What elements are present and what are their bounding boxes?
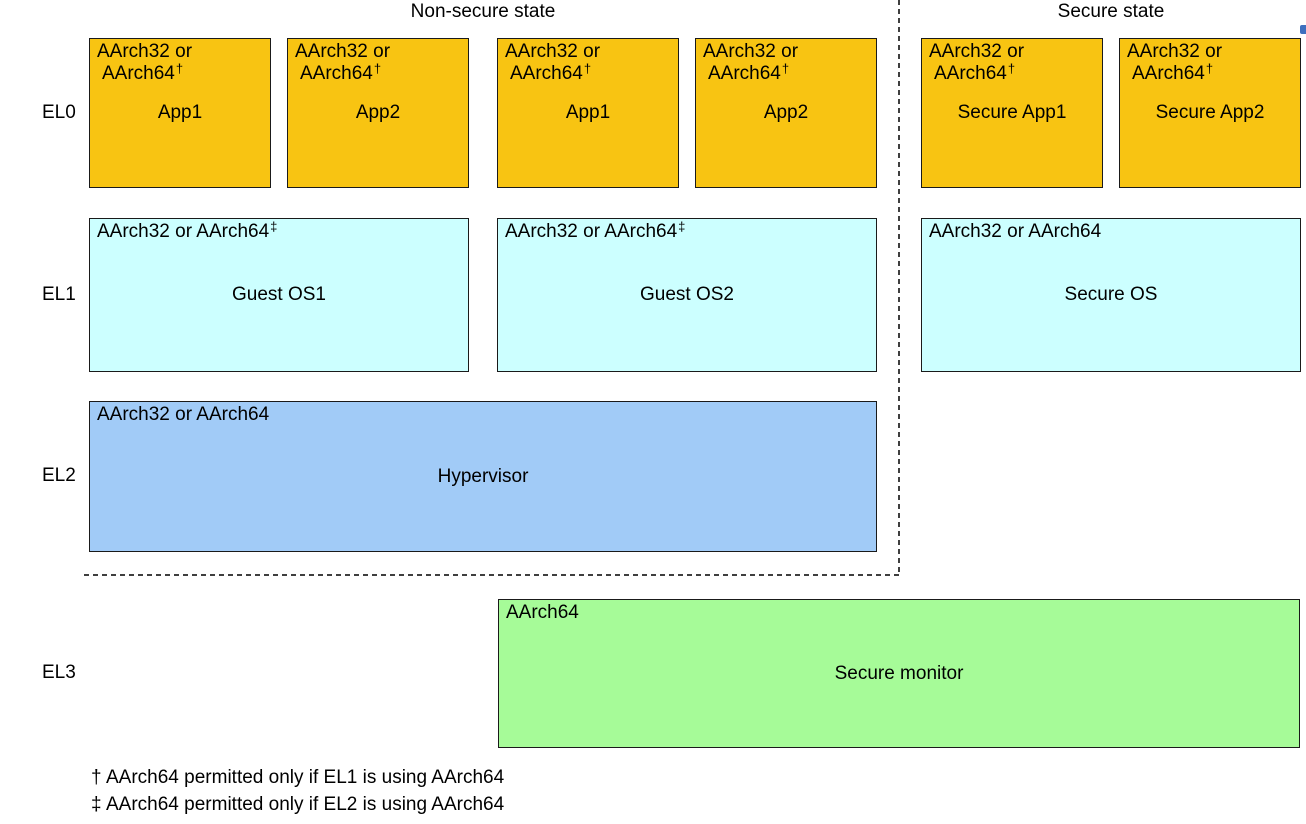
arch-base: AArch32 or AArch64 bbox=[929, 221, 1102, 242]
arch-line-2: AArch64† bbox=[300, 61, 465, 86]
non-secure-state-title: Non-secure state bbox=[410, 1, 556, 22]
arch-text: AArch32 or AArch64 bbox=[97, 404, 270, 425]
arch-text: AArch32 or AArch64† bbox=[505, 41, 675, 86]
arch-line-2: AArch64† bbox=[1132, 61, 1297, 86]
box-label: Secure monitor bbox=[834, 662, 964, 684]
el1-guest-os1-box: AArch32 or AArch64‡ Guest OS1 bbox=[89, 218, 469, 372]
box-label: Guest OS1 bbox=[232, 284, 326, 305]
el2-label: EL2 bbox=[42, 465, 76, 486]
el3-secure-monitor-box: AArch64 Secure monitor bbox=[498, 599, 1300, 748]
el0-label: EL0 bbox=[42, 102, 76, 123]
arch-base: AArch32 or AArch64 bbox=[97, 221, 270, 242]
arch-base: AArch64 bbox=[300, 63, 373, 84]
double-dagger-superscript: ‡ bbox=[678, 219, 686, 234]
arch-base: AArch32 or AArch64 bbox=[505, 221, 678, 242]
arch-text: AArch32 or AArch64† bbox=[929, 41, 1099, 86]
secure-state-title: Secure state bbox=[1057, 1, 1165, 22]
arch-line-1: AArch32 or bbox=[929, 41, 1025, 62]
el0-secure-app2-box: AArch32 or AArch64† Secure App2 bbox=[1119, 38, 1301, 188]
dagger-symbol: † bbox=[91, 767, 102, 788]
arch-text: AArch32 or AArch64‡ bbox=[505, 219, 873, 244]
security-boundary-vertical-line bbox=[898, 0, 900, 575]
arch-line-2: AArch64† bbox=[708, 61, 873, 86]
el0-app2-guest2-box: AArch32 or AArch64† App2 bbox=[695, 38, 877, 188]
el1-secure-os-box: AArch32 or AArch64 Secure OS bbox=[921, 218, 1301, 372]
el0-app1-box: AArch32 or AArch64† App1 bbox=[89, 38, 271, 188]
arch-base: AArch64 bbox=[1132, 63, 1205, 84]
el2-hypervisor-box: AArch32 or AArch64 Hypervisor bbox=[89, 401, 877, 552]
box-label: App2 bbox=[763, 102, 809, 123]
arch-line-1: AArch32 or bbox=[97, 41, 193, 62]
el1-label: EL1 bbox=[42, 284, 76, 305]
box-label: App2 bbox=[355, 102, 401, 123]
dagger-superscript: † bbox=[781, 61, 790, 76]
dagger-superscript: † bbox=[1007, 61, 1016, 76]
el0-app2-box: AArch32 or AArch64† App2 bbox=[287, 38, 469, 188]
arch-text: AArch32 or AArch64† bbox=[97, 41, 267, 86]
arch-base: AArch64 bbox=[102, 63, 175, 84]
clipped-link-fragment bbox=[1300, 25, 1306, 34]
box-label: Secure App2 bbox=[1155, 102, 1265, 123]
arch-line-1: AArch32 or bbox=[703, 41, 799, 62]
security-boundary-horizontal-line bbox=[84, 574, 900, 576]
arch-line-1: AArch32 or bbox=[1127, 41, 1223, 62]
dagger-superscript: † bbox=[583, 61, 592, 76]
box-label: Secure OS bbox=[1064, 284, 1158, 305]
arch-text: AArch32 or AArch64‡ bbox=[97, 219, 465, 244]
arch-text: AArch64 bbox=[506, 602, 579, 623]
footnote-text: AArch64 permitted only if EL1 is using A… bbox=[106, 767, 505, 788]
arch-line-2: AArch64† bbox=[510, 61, 675, 86]
box-label: Secure App1 bbox=[957, 102, 1067, 123]
footnote-dagger: †AArch64 permitted only if EL1 is using … bbox=[91, 767, 504, 789]
box-label: Guest OS2 bbox=[640, 284, 734, 305]
box-label: Hypervisor bbox=[437, 465, 529, 487]
box-label: App1 bbox=[565, 102, 611, 123]
double-dagger-symbol: ‡ bbox=[91, 794, 102, 815]
footnote-text: AArch64 permitted only if EL2 is using A… bbox=[106, 794, 505, 815]
el0-app1-guest2-box: AArch32 or AArch64† App1 bbox=[497, 38, 679, 188]
arch-line-2: AArch64† bbox=[102, 61, 267, 86]
arch-text: AArch32 or AArch64† bbox=[1127, 41, 1297, 86]
arch-text: AArch32 or AArch64† bbox=[703, 41, 873, 86]
arch-line-1: AArch32 or bbox=[295, 41, 391, 62]
el3-label: EL3 bbox=[42, 662, 76, 683]
arch-base: AArch64 bbox=[510, 63, 583, 84]
el0-secure-app1-box: AArch32 or AArch64† Secure App1 bbox=[921, 38, 1103, 188]
arch-base: AArch64 bbox=[934, 63, 1007, 84]
dagger-superscript: † bbox=[373, 61, 382, 76]
double-dagger-superscript: ‡ bbox=[270, 219, 278, 234]
arch-base: AArch64 bbox=[708, 63, 781, 84]
dagger-superscript: † bbox=[175, 61, 184, 76]
el1-guest-os2-box: AArch32 or AArch64‡ Guest OS2 bbox=[497, 218, 877, 372]
arch-line-2: AArch64† bbox=[934, 61, 1099, 86]
arch-text: AArch32 or AArch64 bbox=[929, 221, 1297, 244]
box-label: App1 bbox=[157, 102, 203, 123]
footnote-double-dagger: ‡AArch64 permitted only if EL2 is using … bbox=[91, 794, 504, 816]
arch-text: AArch32 or AArch64† bbox=[295, 41, 465, 86]
dagger-superscript: † bbox=[1205, 61, 1214, 76]
arch-line-1: AArch32 or bbox=[505, 41, 601, 62]
